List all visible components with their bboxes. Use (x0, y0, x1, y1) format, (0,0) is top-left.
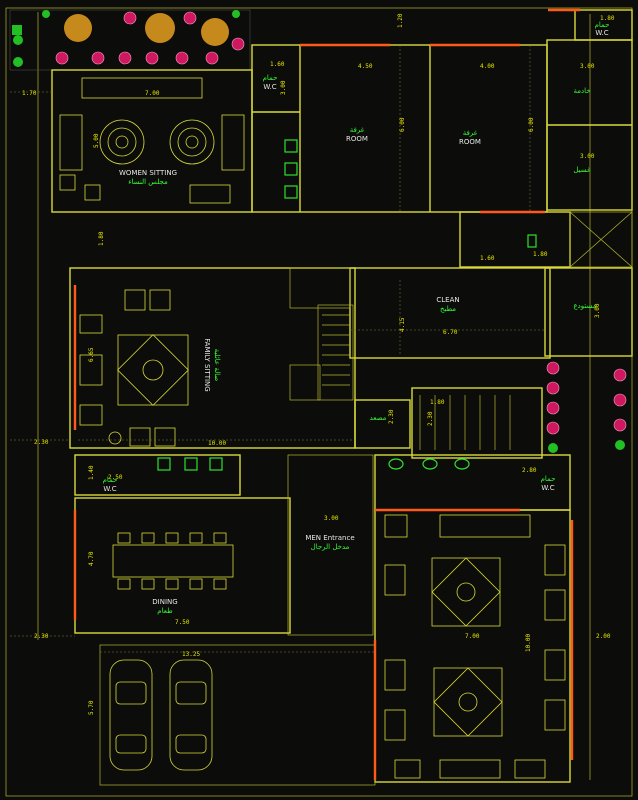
wc-top-right-label: W.C (595, 29, 608, 37)
windows (73, 8, 580, 780)
dimension-label: 6.70 (443, 329, 458, 336)
dimension-label: 3.00 (580, 63, 595, 70)
dimension-label: 4.50 (358, 63, 373, 70)
dimension-label: 7.00 (145, 90, 160, 97)
men-entrance-label: MEN Entrance (305, 534, 354, 542)
dimension-label: 1.80 (533, 251, 548, 258)
dimension-label: 1.20 (397, 13, 404, 28)
garden-area (9, 9, 251, 71)
family-sitting-label: FAMILY SITTING (203, 338, 211, 391)
wc-fixtures (12, 25, 537, 471)
room-2-label: ROOM (459, 138, 481, 146)
dimension-label: 13.25 (182, 651, 200, 658)
wc-mid-left-label: W.C (103, 485, 116, 493)
dimension-label: 2.50 (108, 474, 123, 481)
dining-label: DINING (152, 598, 177, 606)
women-sitting-label-ar: مجلس النساء (128, 178, 168, 186)
dimension-label: 2.30 (34, 439, 49, 446)
dimension-label: 4.15 (399, 317, 406, 332)
dimension-label: 5.70 (88, 700, 95, 715)
lift-label-ar: مصعد (370, 414, 387, 422)
dimension-label: 3.00 (324, 515, 339, 522)
dimension-label: 6.00 (528, 117, 535, 132)
wc-mid-right-label-ar: حمام (541, 475, 556, 483)
shrub-icon (546, 361, 627, 453)
dimension-label: 6.65 (88, 347, 95, 362)
clean-kitchen-label: CLEAN (436, 296, 459, 304)
tree-icon (64, 13, 229, 46)
dimension-label: 2.30 (388, 409, 395, 424)
dimension-label: 10.00 (208, 440, 226, 447)
shrub-icon (13, 10, 245, 67)
dimension-label: 4.00 (480, 63, 495, 70)
staircase (322, 314, 511, 450)
dimension-label: 5.00 (93, 133, 100, 148)
dimension-label: 3.00 (594, 303, 601, 318)
wc-mid-right-label: W.C (541, 484, 554, 492)
dimension-label: 3.00 (280, 80, 287, 95)
dining-label-ar: طعام (157, 607, 173, 615)
laundry-label-ar: غسيل (573, 166, 591, 174)
men-entrance-label-ar: مدخل الرجال (311, 543, 350, 551)
family-sitting-label-ar: صالة عائلية (213, 349, 221, 382)
dimension-label: 2.30 (427, 411, 434, 426)
dimension-label: 2.80 (522, 467, 537, 474)
dining-table (112, 532, 234, 590)
dimension-label: 2.00 (596, 633, 611, 640)
dimension-label: 10.00 (525, 634, 532, 652)
family-sitting-furniture (79, 289, 189, 447)
dimension-label: 1.60 (270, 61, 285, 68)
dimension-label: 7.50 (175, 619, 190, 626)
men-sitting-furniture (384, 514, 566, 779)
wc-mid-left-label-ar: حمام (103, 476, 118, 484)
dimension-label: 1.80 (600, 15, 615, 22)
room-1-label-ar: غرفة (350, 126, 365, 134)
dimension-label: 1.40 (88, 465, 95, 480)
dimension-lines (10, 45, 545, 653)
dimension-label: 3.00 (580, 153, 595, 160)
dimension-label: 2.30 (34, 633, 49, 640)
wc-top-left-label: W.C (263, 83, 276, 91)
dimension-label: 7.00 (465, 633, 480, 640)
women-sitting-label: WOMEN SITTING (119, 169, 177, 177)
women-sitting-furniture (59, 77, 245, 204)
dimension-label: 4.70 (88, 551, 95, 566)
clean-kitchen-label-ar: مطبخ (440, 305, 456, 313)
store-label-ar: مستودع (573, 302, 596, 310)
dimension-label: 1.80 (430, 399, 445, 406)
dimension-label: 6.00 (399, 117, 406, 132)
car-icon (109, 659, 213, 771)
maid-label-ar: خادمة (573, 87, 590, 95)
dimension-label: 1.60 (480, 255, 495, 262)
dimension-label: 1.80 (98, 231, 105, 246)
room-2-label-ar: غرفة (463, 129, 478, 137)
plot-boundary (5, 7, 633, 797)
dimension-label: 1.70 (22, 90, 37, 97)
wc-top-right-label-ar: حمام (595, 21, 610, 29)
wc-top-left-label-ar: حمام (263, 74, 278, 82)
room-1-label: ROOM (346, 135, 368, 143)
